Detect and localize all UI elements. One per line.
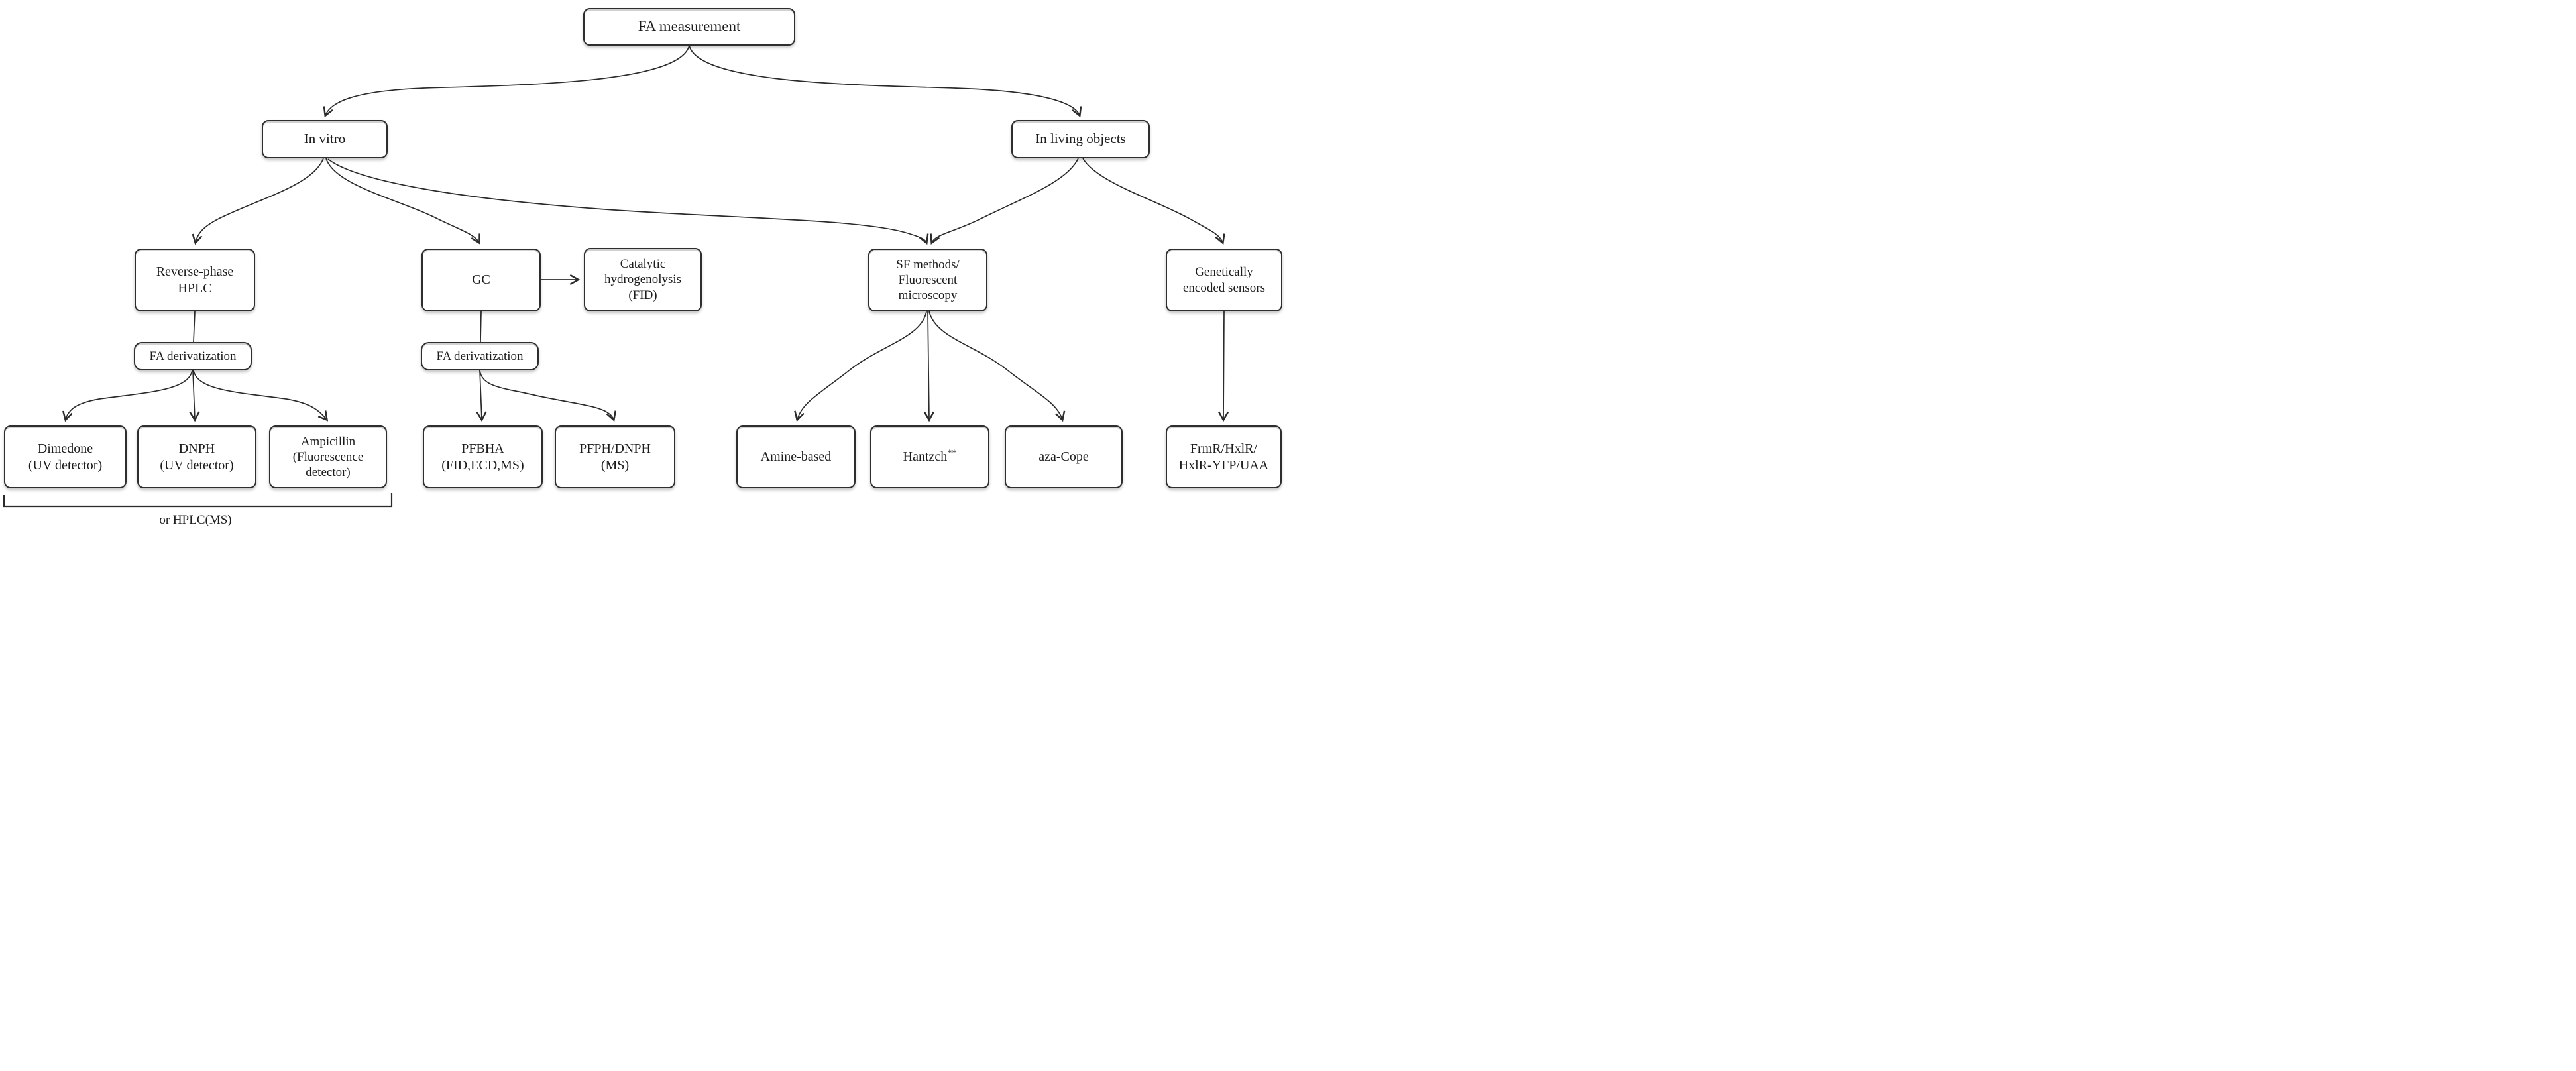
node-label: FA derivatization <box>149 349 237 363</box>
flowchart-fa-measurement: FA measurement In vitro In living object… <box>0 0 1288 536</box>
edge-inliving-to-sf <box>930 158 1079 245</box>
node-pfph-dnph: PFPH/DNPH (MS) <box>555 425 675 488</box>
node-sf-methods: SF methods/ Fluorescent microscopy <box>868 249 987 311</box>
edge-deriv-to-dimedone <box>62 370 193 422</box>
node-label: Hantzch** <box>903 448 957 465</box>
edge-fa-to-inliving <box>689 45 1082 118</box>
hantzch-footnote-marker: ** <box>947 448 957 459</box>
edge-fa-to-invitro <box>323 45 690 118</box>
node-pfbha: PFBHA (FID,ECD,MS) <box>423 425 543 488</box>
node-amine-based: Amine-based <box>736 425 856 488</box>
node-in-living-objects: In living objects <box>1011 120 1150 158</box>
node-label: SF methods/ Fluorescent microscopy <box>896 257 960 303</box>
node-label: FA measurement <box>638 18 741 35</box>
node-label: Reverse-phase HPLC <box>156 264 234 296</box>
node-frmr-sensors: FrmR/HxlR/ HxlR-YFP/UAA <box>1166 425 1282 488</box>
edge-inliving-to-genetic <box>1082 158 1225 245</box>
node-label: Amine-based <box>760 449 832 465</box>
node-dnph: DNPH (UV detector) <box>137 425 256 488</box>
node-in-vitro: In vitro <box>262 120 388 158</box>
edge-deriv-to-dnph <box>189 370 200 422</box>
edge-sf-to-hantzch <box>923 311 934 422</box>
edge-deriv-to-pfph <box>479 370 616 422</box>
node-fa-measurement: FA measurement <box>583 8 795 46</box>
node-label: FA derivatization <box>436 349 524 363</box>
node-label: FrmR/HxlR/ HxlR-YFP/UAA <box>1178 441 1269 473</box>
edge-genetic-to-frmr <box>1217 311 1229 422</box>
node-label: PFBHA (FID,ECD,MS) <box>441 441 524 473</box>
node-label: PFPH/DNPH (MS) <box>579 441 651 473</box>
node-catalytic-hydrogenolysis: Catalytic hydrogenolysis (FID) <box>584 248 702 311</box>
node-hantzch: Hantzch** <box>870 425 989 488</box>
node-label: In vitro <box>304 131 346 147</box>
node-fa-derivatization-gc: FA derivatization <box>421 342 539 370</box>
node-label: GC <box>472 272 490 288</box>
node-label: Catalytic hydrogenolysis (FID) <box>604 257 682 302</box>
edge-hplc-to-derivatization <box>193 311 196 343</box>
edge-invitro-to-sf <box>327 158 929 245</box>
node-label: DNPH (UV detector) <box>160 441 234 473</box>
edge-invitro-to-gc <box>325 158 480 245</box>
node-aza-cope: aza-Cope <box>1005 425 1123 488</box>
node-ampicillin: Ampicillin (Fluorescence detector) <box>269 425 387 488</box>
node-genetically-encoded-sensors: Genetically encoded sensors <box>1166 249 1282 311</box>
edge-sf-to-amine <box>794 311 927 422</box>
bracket-hplc-ms <box>3 493 393 508</box>
edge-deriv-to-pfbha <box>476 370 487 422</box>
node-label: aza-Cope <box>1038 449 1089 465</box>
edge-sf-to-azacope <box>928 311 1066 422</box>
node-reverse-phase-hplc: Reverse-phase HPLC <box>135 249 255 311</box>
connector-layer <box>3 45 1229 508</box>
edge-deriv-to-ampicillin <box>193 370 329 422</box>
node-label: Ampicillin (Fluorescence detector) <box>292 434 364 480</box>
edge-invitro-to-hplc <box>192 158 324 245</box>
node-dimedone: Dimedone (UV detector) <box>4 425 127 488</box>
node-fa-derivatization-hplc: FA derivatization <box>134 342 252 370</box>
node-gc: GC <box>421 249 541 311</box>
node-label: In living objects <box>1035 131 1126 147</box>
edge-gc-to-derivatization <box>480 311 482 343</box>
node-label: Dimedone (UV detector) <box>28 441 103 473</box>
node-label: Genetically encoded sensors <box>1183 265 1265 295</box>
bracket-note: or HPLC(MS) <box>159 513 232 527</box>
